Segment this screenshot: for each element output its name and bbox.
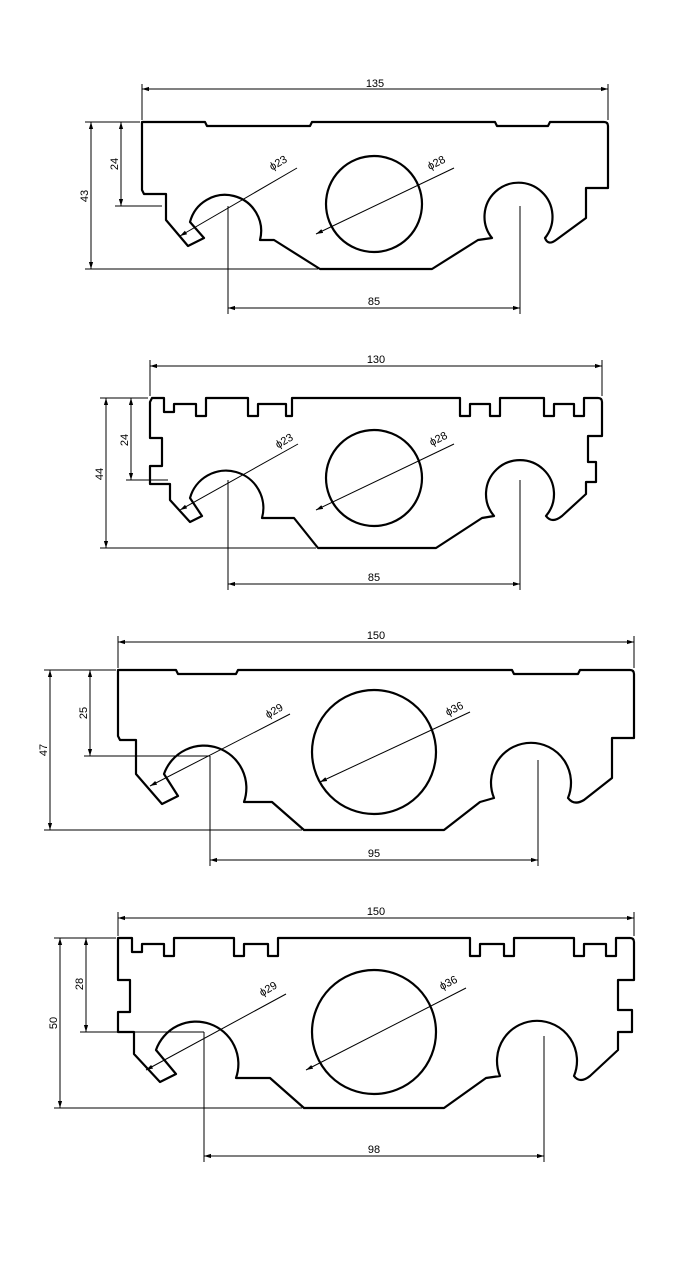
- profile-3-small-diameter-leader: [149, 713, 291, 787]
- profile-4-large-diameter-leader: [305, 987, 467, 1071]
- profile-2-large-diameter-label: ϕ28: [428, 430, 450, 449]
- profile-3-width-label: 150: [367, 630, 385, 642]
- profile-1-spacing-label: 85: [368, 296, 380, 308]
- profile-4-offset-label: 28: [74, 978, 86, 990]
- profile-1-small-diameter-label: ϕ23: [268, 154, 290, 174]
- profile-3: 150 47 25 ϕ29 ϕ36 95: [38, 630, 636, 866]
- profile-3-spacing-label: 95: [368, 848, 380, 860]
- profile-2-height-label: 44: [94, 468, 106, 480]
- profile-2-offset-label: 24: [119, 434, 131, 446]
- profile-1-outline: [140, 120, 610, 271]
- profile-3-large-diameter-leader: [319, 711, 471, 783]
- profile-4-large-bore: [310, 968, 438, 1096]
- profile-4-small-diameter-leader: [145, 993, 287, 1071]
- profile-3-outline: [116, 668, 636, 832]
- profile-2-large-bore: [324, 428, 424, 528]
- profile-3-height-label: 47: [38, 744, 50, 756]
- profile-1-large-diameter-leader: [315, 167, 455, 235]
- profile-3-large-bore: [310, 688, 438, 816]
- profile-3-offset-label: 25: [78, 707, 90, 719]
- profile-4-spacing-label: 98: [368, 1144, 380, 1156]
- profile-1-large-bore: [324, 154, 424, 254]
- profile-4-width-label: 150: [367, 906, 385, 918]
- profile-4-large-diameter-label: ϕ36: [438, 974, 460, 993]
- profile-4-small-diameter-label: ϕ29: [258, 980, 280, 1000]
- profile-1-offset-label: 24: [109, 158, 121, 170]
- profile-2-large-diameter-leader: [315, 443, 455, 511]
- profile-1-large-diameter-label: ϕ28: [426, 154, 448, 173]
- profile-4-outline: [116, 936, 636, 1110]
- profile-4-height-label: 50: [48, 1017, 60, 1029]
- profile-1-small-diameter-leader: [179, 167, 298, 237]
- profile-2: 130 44 24 ϕ23 ϕ28 85: [94, 354, 604, 590]
- profile-2-outline: [148, 396, 604, 550]
- profile-1: 135 43 24 ϕ23 ϕ28 85: [79, 78, 610, 314]
- profile-2-spacing-label: 85: [368, 572, 380, 584]
- profile-4: 150 50 28 ϕ29 ϕ36 98: [48, 906, 636, 1162]
- profile-2-small-diameter-label: ϕ23: [274, 432, 296, 452]
- profile-2-width-label: 130: [367, 354, 385, 366]
- profile-1-height-label: 43: [79, 190, 91, 202]
- profile-1-width-label: 135: [366, 78, 384, 90]
- profile-2-small-diameter-leader: [179, 443, 299, 511]
